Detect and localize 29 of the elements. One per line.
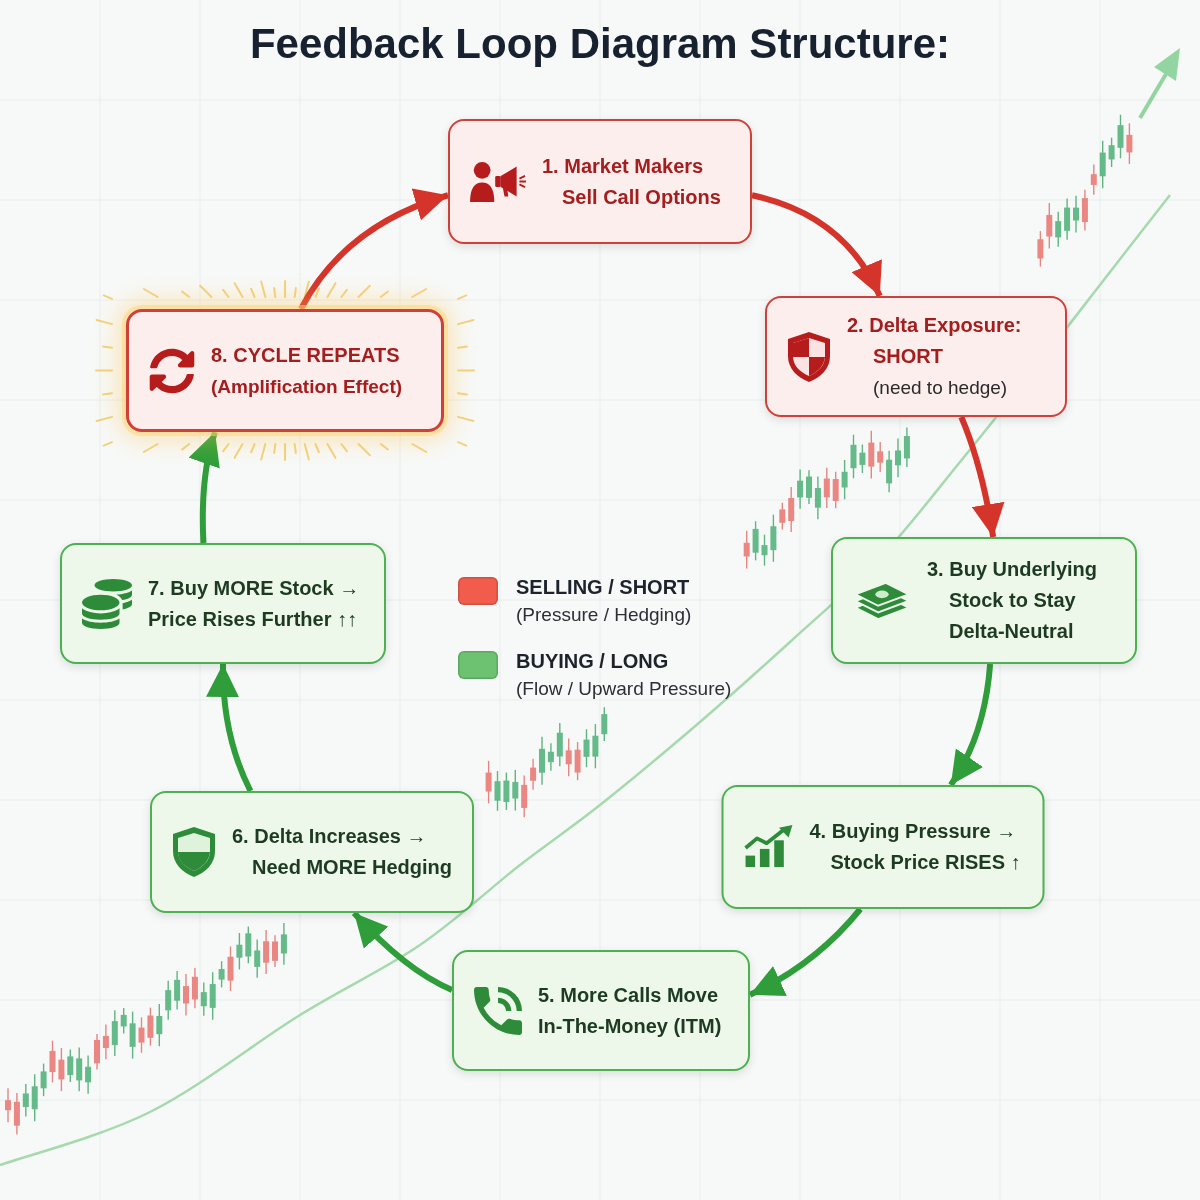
step-label: 5. More Calls Move In-The-Money (ITM) [538, 982, 723, 1039]
legend-text: SELLING / SHORT (Pressure / Hedging) [516, 575, 692, 627]
step-box [150, 791, 474, 913]
step-box [831, 537, 1137, 664]
step-label: 3. Buy Underlying Stock to Stay Delta-Neutral [927, 557, 1099, 644]
step-box [60, 543, 386, 664]
step-box [452, 950, 750, 1071]
diagram-title: Feedback Loop Diagram Structure: [248, 20, 952, 68]
curved-arrow [351, 910, 454, 993]
curved-arrow [958, 415, 1005, 538]
curved-arrow [206, 664, 254, 793]
step-note: (need to hedge) [872, 376, 1009, 400]
curved-arrow [748, 907, 863, 998]
step-label: 6. Delta Increases → Need MORE Hedging [232, 824, 453, 880]
step-label: 1. Market Makers Sell Call Options [542, 153, 722, 210]
step-note: (Amplification Effect) [211, 374, 404, 399]
curved-arrow [189, 431, 221, 544]
step-label: 7. Buy MORE Stock → Price Rises Further ↑↑ [148, 575, 361, 632]
step-box [765, 296, 1067, 417]
step-label: 4. Buying Pressure → Stock Price RISES ↑ [809, 819, 1022, 875]
step-label: 8. CYCLE REPEATS [211, 342, 401, 368]
step-box [448, 119, 752, 244]
step-box [721, 785, 1045, 909]
curved-arrow [298, 189, 449, 311]
step-box [126, 309, 444, 432]
curved-arrow [948, 663, 994, 787]
legend-text: BUYING / LONG (Flow / Upward Pressure) [516, 649, 732, 701]
step-label: 2. Delta Exposure: SHORT [847, 313, 1023, 369]
curved-arrow [751, 192, 883, 298]
